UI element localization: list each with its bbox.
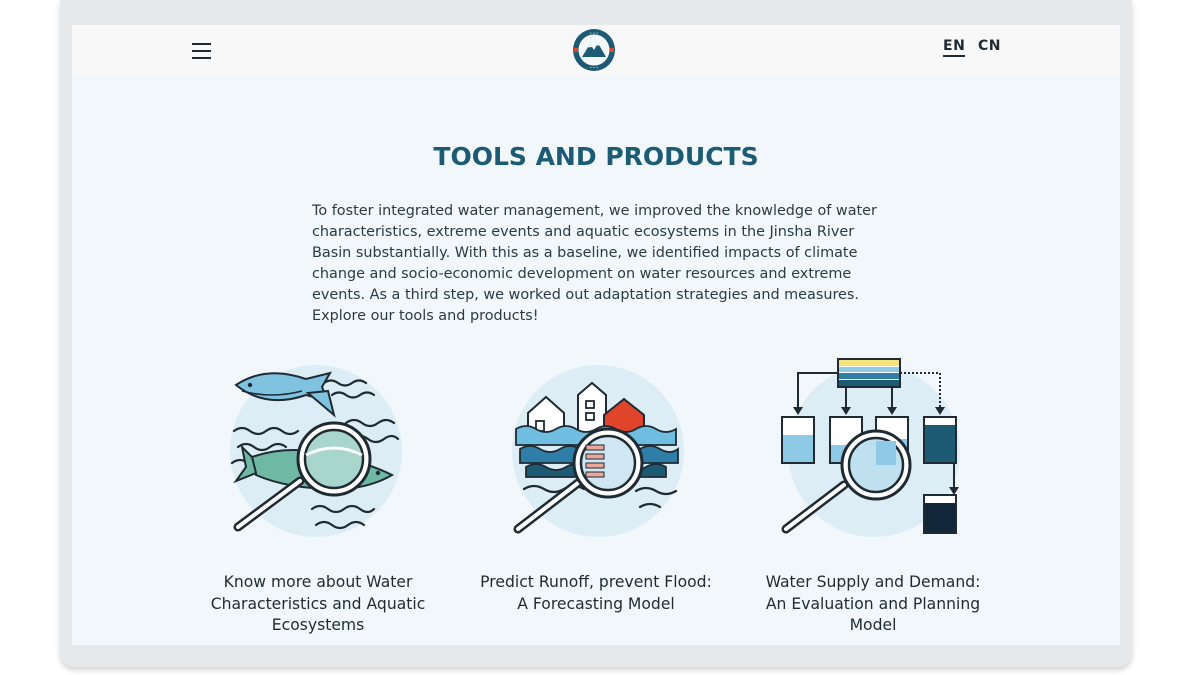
label-line: Characteristics and Aquatic: [210, 594, 426, 613]
hamburger-menu-icon[interactable]: [192, 40, 212, 62]
page-title: TOOLS AND PRODUCTS: [433, 142, 759, 171]
flood-magnifier-icon: [512, 365, 684, 537]
mountain-emblem-logo[interactable]: • • • • • •: [572, 28, 616, 72]
fish-magnifier-icon: [230, 365, 402, 537]
label-line: A Forecasting Model: [517, 594, 675, 613]
product-card-flood-forecasting[interactable]: Predict Runoff, prevent Flood: A Forecas…: [466, 355, 726, 615]
intro-line: characteristics, extreme events and aqua…: [312, 224, 855, 240]
product-card-water-ecosystems[interactable]: Know more about Water Characteristics an…: [188, 355, 448, 637]
browser-viewport: • • • • • • EN CN TOOLS AND PRODUCTS To …: [72, 25, 1120, 645]
svg-text:• • •: • • •: [590, 66, 598, 70]
intro-line: Explore our tools and products!: [312, 308, 539, 324]
product-label: Know more about Water Characteristics an…: [188, 572, 448, 637]
label-line: An Evaluation and Planning: [765, 594, 981, 613]
product-card-water-supply[interactable]: Water Supply and Demand: An Evaluation a…: [743, 355, 1003, 637]
language-en-button[interactable]: EN: [943, 38, 966, 57]
product-label: Water Supply and Demand: An Evaluation a…: [743, 572, 1003, 637]
label-line: Know more about Water: [223, 573, 413, 591]
intro-line: To foster integrated water management, w…: [312, 203, 877, 219]
label-line: Model: [849, 616, 897, 634]
svg-text:• • •: • • •: [590, 32, 598, 36]
label-line: Ecosystems: [271, 616, 365, 634]
intro-line: Basin substantially. With this as a base…: [312, 245, 858, 261]
water-supply-flow-icon: [781, 358, 960, 537]
intro-line: change and socio-economic development on…: [312, 266, 852, 282]
label-line: Predict Runoff, prevent Flood:: [480, 573, 712, 591]
intro-line: events. As a third step, we worked out a…: [312, 287, 859, 303]
device-frame: • • • • • • EN CN TOOLS AND PRODUCTS To …: [60, 0, 1132, 667]
label-line: Water Supply and Demand:: [765, 573, 981, 591]
language-cn-button[interactable]: CN: [978, 38, 1001, 54]
intro-paragraph: To foster integrated water management, w…: [312, 201, 880, 327]
top-navbar: • • • • • • EN CN: [72, 25, 1120, 75]
product-label: Predict Runoff, prevent Flood: A Forecas…: [466, 572, 726, 615]
